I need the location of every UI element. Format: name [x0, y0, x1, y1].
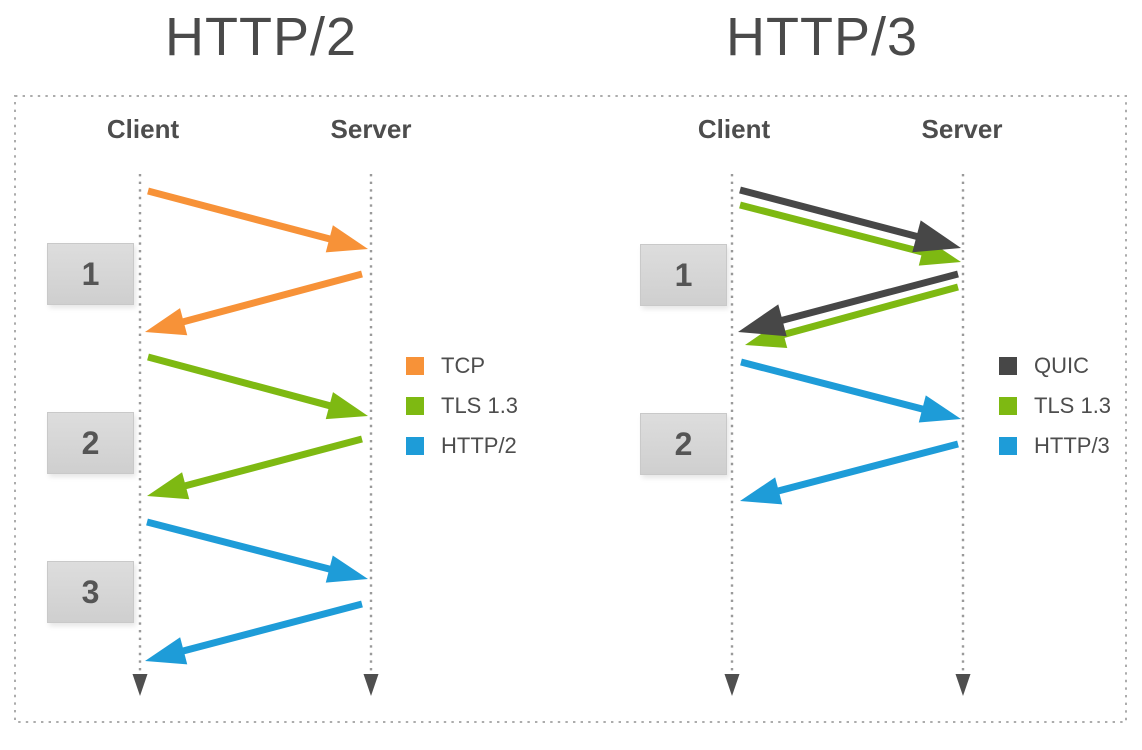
http2-http2-request-arrow: [146, 518, 368, 583]
http2-tcp-response-arrow: [145, 270, 363, 336]
lifeline-end-arrow-icon: [724, 674, 740, 696]
lifeline-end-arrow-icon: [132, 674, 148, 696]
legend-item-tcp: TCP: [406, 346, 518, 386]
http3-title: HTTP/3: [725, 7, 919, 67]
http3-legend: QUIC TLS 1.3 HTTP/3: [999, 346, 1111, 466]
http3-client-label: Client: [697, 114, 771, 144]
http2-client-label: Client: [106, 114, 180, 144]
lifeline-end-arrow-icon: [955, 674, 971, 696]
http2-step-3-box: 3: [47, 561, 134, 623]
http3-step-1-box: 1: [640, 244, 727, 306]
legend-item-http2: HTTP/2: [406, 426, 518, 466]
http3-tls-request-arrow: [739, 201, 961, 266]
http3-step-2-box: 2: [640, 413, 727, 475]
diagram-panel-border: [14, 95, 1127, 723]
http3-legend-swatch: [999, 437, 1017, 455]
http2-title: HTTP/2: [164, 7, 358, 67]
http2-server-label: Server: [330, 114, 412, 144]
http3-server-lifeline: [955, 174, 971, 696]
http2-server-lifeline: [363, 174, 379, 696]
tls13-legend-swatch: [406, 397, 424, 415]
lifeline-end-arrow-icon: [363, 674, 379, 696]
quic-legend-swatch: [999, 357, 1017, 375]
http2-http2-response-arrow: [145, 600, 363, 665]
http3-tls-response-arrow: [745, 283, 959, 348]
http3-http3-request-arrow: [740, 358, 961, 423]
legend-label: HTTP/3: [1034, 433, 1110, 458]
http2-tcp-request-arrow: [147, 187, 368, 253]
legend-label: TLS 1.3: [1034, 393, 1112, 418]
http2-step-1-box: 1: [47, 243, 134, 305]
legend-label: HTTP/2: [441, 433, 517, 458]
legend-label: TLS 1.3: [441, 393, 519, 418]
legend-label: TCP: [441, 353, 485, 378]
http2-tls-request-arrow: [147, 353, 368, 420]
http2-tls-response-arrow: [147, 435, 363, 500]
http2-step-2-box: 2: [47, 412, 134, 474]
legend-label: QUIC: [1034, 353, 1089, 378]
http3-http3-response-arrow: [740, 440, 959, 505]
legend-item-quic: QUIC: [999, 346, 1111, 386]
http2-legend: TCP TLS 1.3 HTTP/2: [406, 346, 518, 466]
legend-item-tls13: TLS 1.3: [999, 386, 1111, 426]
http2-legend-swatch: [406, 437, 424, 455]
http3-server-label: Server: [921, 114, 1003, 144]
tcp-legend-swatch: [406, 357, 424, 375]
http3-quic-response-arrow: [738, 270, 959, 337]
legend-item-http3: HTTP/3: [999, 426, 1111, 466]
tls13-legend-swatch: [999, 397, 1017, 415]
http2-client-lifeline: [132, 174, 148, 696]
legend-item-tls13: TLS 1.3: [406, 386, 518, 426]
http3-quic-request-arrow: [739, 186, 961, 253]
